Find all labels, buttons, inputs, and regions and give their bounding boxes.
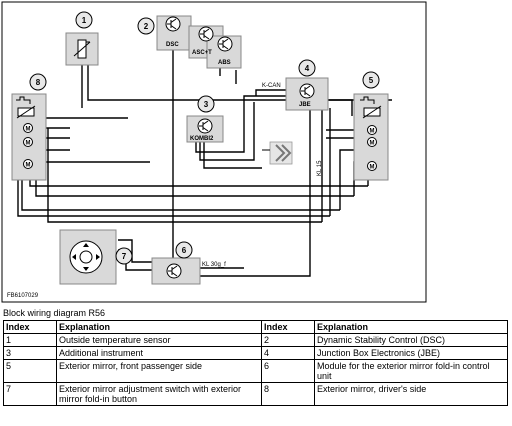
figure-id: FB6107029 <box>7 293 39 299</box>
component-mirror-driver <box>11 93 47 181</box>
callout-7: 7 <box>115 247 133 265</box>
table-row: 5 Exterior mirror, front passenger side … <box>3 359 508 383</box>
component-outside-temperature-sensor <box>65 32 99 66</box>
cell-explanation: Exterior mirror, driver's side <box>314 382 508 406</box>
dsc-label: DSC <box>166 42 179 48</box>
cell-index: 4 <box>261 346 315 360</box>
cell-explanation: Exterior mirror adjustment switch with e… <box>56 382 262 406</box>
cell-index: 8 <box>261 382 315 406</box>
callout-4: 4 <box>298 59 316 77</box>
cell-explanation: Exterior mirror, front passenger side <box>56 359 262 383</box>
jbe-label: JBE <box>299 102 311 108</box>
callout-5: 5 <box>362 71 380 89</box>
callout-3: 3 <box>197 95 215 113</box>
legend-header-row: Index Explanation Index Explanation <box>3 320 508 334</box>
header-explanation: Explanation <box>314 320 508 334</box>
kombi-label: KOMBI2 <box>190 136 214 142</box>
svg-text:5: 5 <box>369 76 374 85</box>
header-index: Index <box>261 320 315 334</box>
cell-explanation: Dynamic Stability Control (DSC) <box>314 333 508 347</box>
kcan-label: K-CAN <box>262 83 281 89</box>
svg-text:6: 6 <box>182 246 187 255</box>
component-mirror-passenger <box>353 93 389 181</box>
callout-2: 2 <box>137 17 155 35</box>
svg-text:3: 3 <box>204 100 209 109</box>
svg-text:4: 4 <box>305 64 310 73</box>
table-row: 7 Exterior mirror adjustment switch with… <box>3 382 508 406</box>
asc-label: ASC+T <box>192 50 212 56</box>
svg-text:2: 2 <box>144 22 149 31</box>
legend-table: Index Explanation Index Explanation 1 Ou… <box>3 320 508 406</box>
table-row: 3 Additional instrument 4 Junction Box E… <box>3 346 508 360</box>
svg-text:1: 1 <box>82 16 87 25</box>
callout-8: 8 <box>29 73 47 91</box>
svg-text:8: 8 <box>36 78 41 87</box>
cell-explanation: Outside temperature sensor <box>56 333 262 347</box>
header-explanation: Explanation <box>56 320 262 334</box>
component-kombi2: KOMBI2 <box>186 115 224 143</box>
diagram-caption: Block wiring diagram R56 <box>3 308 106 318</box>
cell-index: 6 <box>261 359 315 383</box>
wiring-diagram: M <box>1 1 427 303</box>
header-index: Index <box>3 320 57 334</box>
cell-explanation: Module for the exterior mirror fold-in c… <box>314 359 508 383</box>
kl15-label: KL 15 <box>317 160 323 176</box>
abs-label: ABS <box>218 60 231 66</box>
cell-explanation: Junction Box Electronics (JBE) <box>314 346 508 360</box>
cell-index: 1 <box>3 333 57 347</box>
cell-index: 5 <box>3 359 57 383</box>
callout-1: 1 <box>75 11 93 29</box>
callout-6: 6 <box>175 241 193 259</box>
component-mirror-switch <box>59 229 117 285</box>
cell-index: 2 <box>261 333 315 347</box>
kl30-label: KL 30g_f <box>202 262 226 268</box>
component-dsc-stack: DSC ASC+T ABS <box>156 15 242 69</box>
cell-index: 3 <box>3 346 57 360</box>
gateway-arrow-icon <box>262 141 293 165</box>
component-fold-in-module <box>151 257 201 285</box>
table-row: 1 Outside temperature sensor 2 Dynamic S… <box>3 333 508 347</box>
svg-text:7: 7 <box>122 252 127 261</box>
component-jbe: JBE <box>285 77 329 111</box>
cell-index: 7 <box>3 382 57 406</box>
cell-explanation: Additional instrument <box>56 346 262 360</box>
